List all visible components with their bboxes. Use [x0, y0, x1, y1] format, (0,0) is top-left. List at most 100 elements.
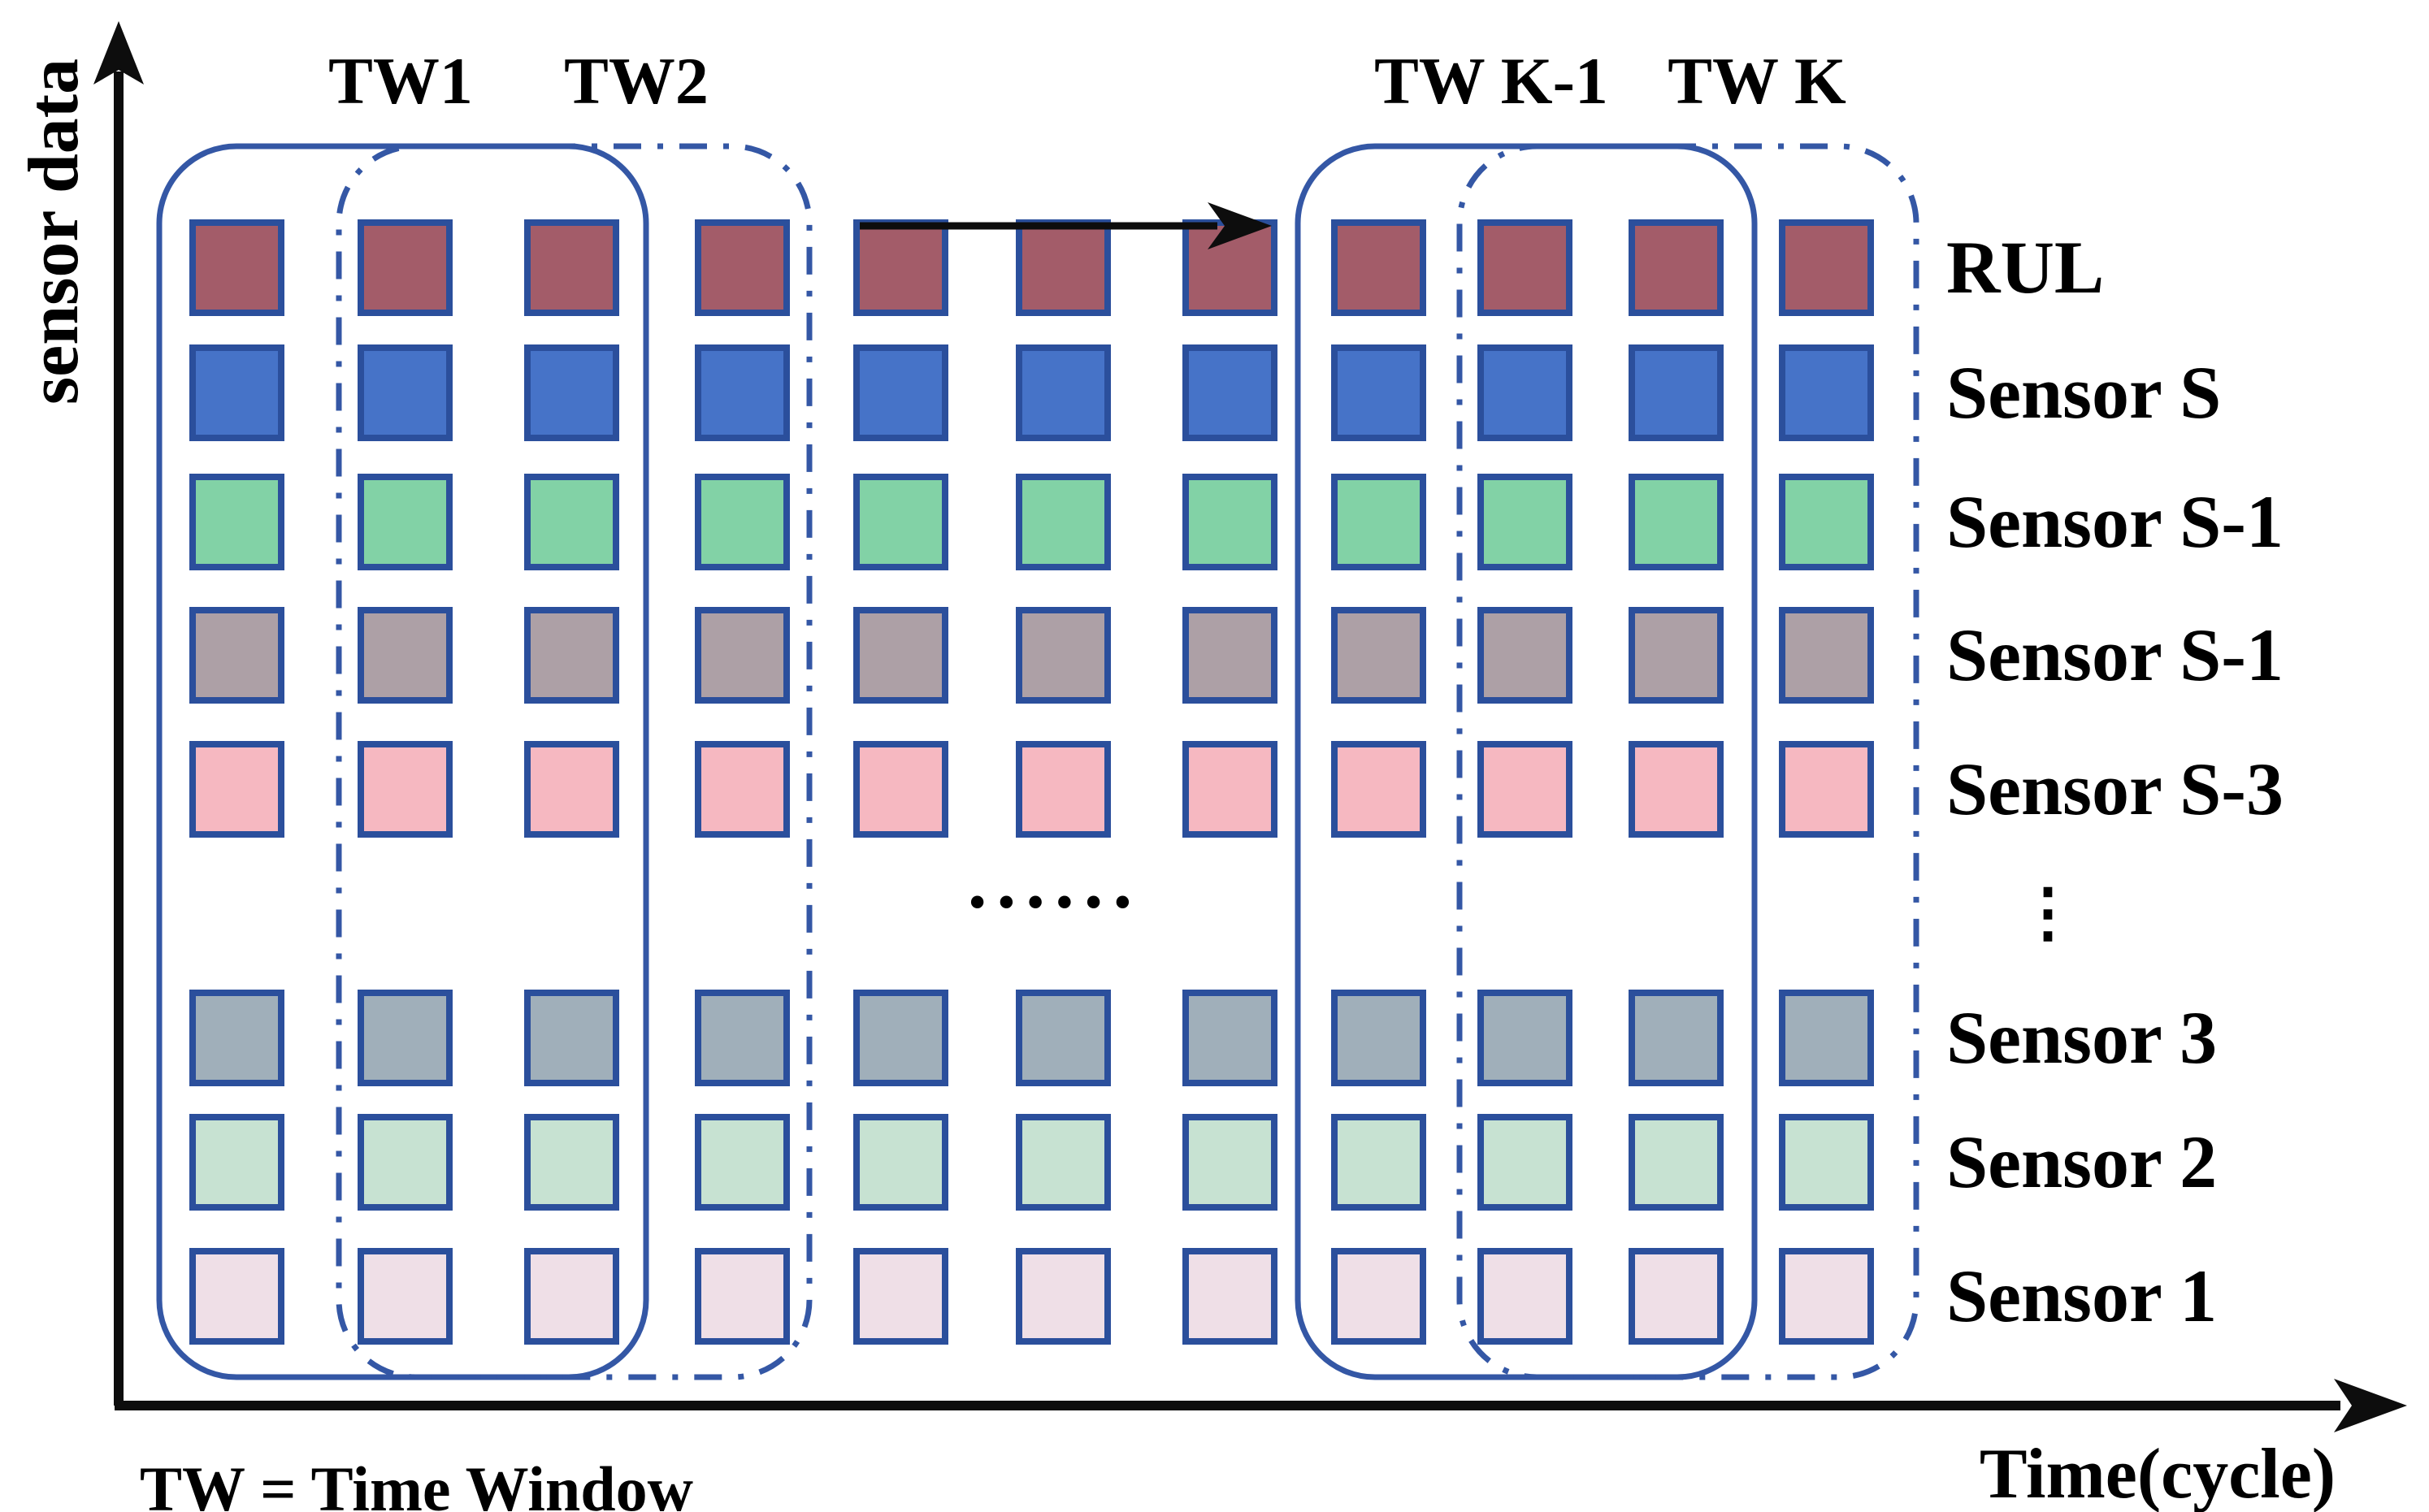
- x-axis-label: Time(cycle): [1979, 1435, 2336, 1512]
- data-cell-row5-col9: [1477, 741, 1572, 838]
- data-cell-row1-col4: [695, 219, 790, 316]
- data-cell-row3-col1: [189, 474, 284, 570]
- x-axis-arrowhead-icon: [2334, 1379, 2407, 1432]
- data-cell-row6-col9: [1477, 990, 1572, 1086]
- data-cell-row4-col9: [1477, 607, 1572, 704]
- data-cell-row8-col3: [524, 1248, 619, 1345]
- data-cell-row7-col11: [1779, 1114, 1874, 1211]
- data-cell-row8-col8: [1331, 1248, 1426, 1345]
- data-cell-row2-col2: [358, 344, 453, 441]
- data-cell-row8-col1: [189, 1248, 284, 1345]
- data-cell-row6-col5: [853, 990, 948, 1086]
- data-cell-row1-col8: [1331, 219, 1426, 316]
- row-label-rul: RUL: [1946, 226, 2105, 309]
- row-label-sensor-s-1b: Sensor S-1: [1946, 613, 2284, 696]
- row-label-sensor-3: Sensor 3: [1946, 996, 2218, 1079]
- data-cell-row6-col10: [1629, 990, 1724, 1086]
- data-cell-row4-col10: [1629, 607, 1724, 704]
- data-cell-row4-col11: [1779, 607, 1874, 704]
- data-cell-row3-col6: [1016, 474, 1111, 570]
- data-cell-row5-col11: [1779, 741, 1874, 838]
- data-cell-row6-col2: [358, 990, 453, 1086]
- data-cell-row8-col2: [358, 1248, 453, 1345]
- data-cell-row5-col3: [524, 741, 619, 838]
- data-cell-row2-col7: [1182, 344, 1277, 441]
- row-label-sensor-s-1: Sensor S-1: [1946, 480, 2284, 563]
- data-cell-row1-col7: [1182, 219, 1277, 316]
- data-cell-row4-col2: [358, 607, 453, 704]
- data-cell-row4-col3: [524, 607, 619, 704]
- data-cell-row4-col5: [853, 607, 948, 704]
- data-cell-row3-col7: [1182, 474, 1277, 570]
- horizontal-ellipsis: ......: [967, 838, 1143, 925]
- data-cell-row8-col4: [695, 1248, 790, 1345]
- data-cell-row3-col5: [853, 474, 948, 570]
- row-label-sensor-s: Sensor S: [1946, 351, 2222, 434]
- window-label-tw2: TW2: [564, 44, 709, 118]
- y-axis-label: sensor data: [15, 58, 93, 405]
- data-cell-row3-col11: [1779, 474, 1874, 570]
- data-cell-row7-col7: [1182, 1114, 1277, 1211]
- data-cell-row2-col6: [1016, 344, 1111, 441]
- data-cell-row8-col11: [1779, 1248, 1874, 1345]
- data-cell-row1-col10: [1629, 219, 1724, 316]
- data-cell-row4-col8: [1331, 607, 1426, 704]
- data-cell-row6-col7: [1182, 990, 1277, 1086]
- data-cell-row2-col5: [853, 344, 948, 441]
- data-cell-row1-col1: [189, 219, 284, 316]
- data-cell-row6-col6: [1016, 990, 1111, 1086]
- window-label-twk: TW K: [1668, 44, 1846, 118]
- data-cell-row4-col4: [695, 607, 790, 704]
- data-cell-row7-col4: [695, 1114, 790, 1211]
- data-cell-row2-col11: [1779, 344, 1874, 441]
- data-cell-row3-col2: [358, 474, 453, 570]
- vertical-ellipsis: ⋮: [2015, 877, 2080, 949]
- data-cell-row1-col9: [1477, 219, 1572, 316]
- row-label-sensor-2: Sensor 2: [1946, 1120, 2218, 1203]
- data-cell-row5-col7: [1182, 741, 1277, 838]
- data-cell-row8-col10: [1629, 1248, 1724, 1345]
- data-cell-row1-col2: [358, 219, 453, 316]
- data-cell-row4-col7: [1182, 607, 1277, 704]
- data-cell-row1-col5: [853, 219, 948, 316]
- data-cell-row3-col8: [1331, 474, 1426, 570]
- data-cell-row2-col3: [524, 344, 619, 441]
- row-label-sensor-s-3: Sensor S-3: [1946, 747, 2284, 830]
- data-cell-row3-col3: [524, 474, 619, 570]
- data-cell-row5-col6: [1016, 741, 1111, 838]
- data-cell-row7-col9: [1477, 1114, 1572, 1211]
- data-cell-row7-col6: [1016, 1114, 1111, 1211]
- data-cell-row6-col1: [189, 990, 284, 1086]
- window-label-tw1: TW1: [328, 44, 473, 118]
- data-cell-row7-col10: [1629, 1114, 1724, 1211]
- data-cell-row2-col10: [1629, 344, 1724, 441]
- data-cell-row7-col8: [1331, 1114, 1426, 1211]
- data-cell-row5-col4: [695, 741, 790, 838]
- data-cell-row8-col6: [1016, 1248, 1111, 1345]
- data-cell-row3-col4: [695, 474, 790, 570]
- data-cell-row5-col8: [1331, 741, 1426, 838]
- data-cell-row1-col3: [524, 219, 619, 316]
- data-cell-row5-col10: [1629, 741, 1724, 838]
- data-cell-row4-col1: [189, 607, 284, 704]
- data-cell-row6-col11: [1779, 990, 1874, 1086]
- data-cell-row6-col4: [695, 990, 790, 1086]
- legend-note: TW = Time Window: [140, 1454, 693, 1512]
- y-axis-arrowhead-icon: [93, 21, 144, 84]
- data-cell-row7-col5: [853, 1114, 948, 1211]
- data-cell-row2-col4: [695, 344, 790, 441]
- data-cell-row3-col10: [1629, 474, 1724, 570]
- data-cell-row2-col8: [1331, 344, 1426, 441]
- data-cell-row8-col5: [853, 1248, 948, 1345]
- data-cell-row8-col7: [1182, 1248, 1277, 1345]
- data-cell-row2-col9: [1477, 344, 1572, 441]
- data-cell-row7-col1: [189, 1114, 284, 1211]
- row-label-sensor-1: Sensor 1: [1946, 1254, 2218, 1337]
- data-cell-row5-col2: [358, 741, 453, 838]
- window-label-twk-1: TW K-1: [1374, 44, 1608, 118]
- data-cell-row5-col1: [189, 741, 284, 838]
- data-cell-row1-col6: [1016, 219, 1111, 316]
- data-cell-row2-col1: [189, 344, 284, 441]
- data-cell-row6-col3: [524, 990, 619, 1086]
